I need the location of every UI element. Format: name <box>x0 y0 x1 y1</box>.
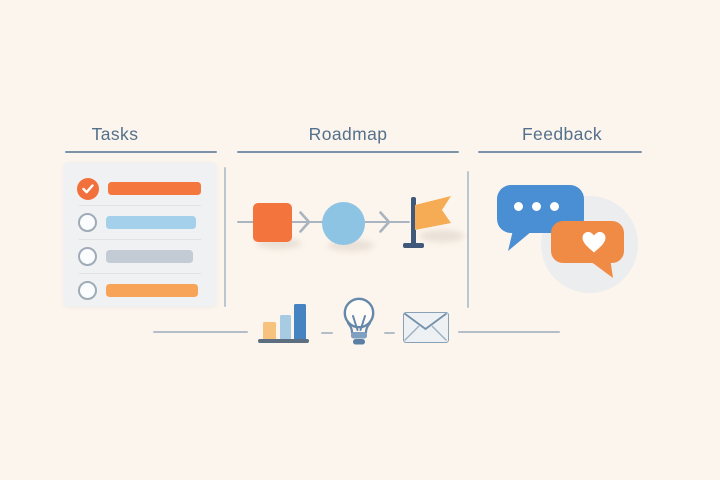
task-bar <box>108 182 201 195</box>
divider-tasks-roadmap <box>224 167 226 307</box>
circle-shadow <box>328 240 374 251</box>
envelope-flap <box>404 313 447 341</box>
task-row <box>63 241 217 272</box>
roadmap-section-title: Roadmap <box>308 124 388 144</box>
feedback-section-title: Feedback <box>521 124 603 144</box>
feedback-title-underline <box>478 151 642 153</box>
flag-pole <box>411 197 416 246</box>
envelope-icon <box>403 312 449 343</box>
checkbox-empty-icon <box>78 213 97 232</box>
bar-chart-bar-short <box>263 322 276 340</box>
square-shadow <box>257 238 301 249</box>
arrow-right-icon <box>379 211 391 233</box>
orange-bubble-tail <box>586 258 613 278</box>
task-bar <box>106 250 193 263</box>
dot <box>532 202 541 211</box>
checkbox-empty-icon <box>78 281 97 300</box>
dot <box>550 202 559 211</box>
footer-line-right <box>458 331 560 333</box>
task-row <box>63 275 217 306</box>
bar-chart-baseline <box>258 339 309 343</box>
footer-dash <box>384 332 395 334</box>
task-row <box>63 207 217 238</box>
tasks-section-title: Tasks <box>91 124 139 144</box>
bar-chart-bar-tall <box>294 304 306 340</box>
checkbox-empty-icon <box>78 247 97 266</box>
checkbox-checked-icon <box>77 177 99 200</box>
task-row-separator <box>79 205 201 206</box>
lightbulb-icon <box>343 297 375 345</box>
arrow-right-icon <box>299 211 311 233</box>
divider-roadmap-feedback <box>467 171 469 308</box>
task-bar <box>106 284 198 297</box>
footer-line-left <box>153 331 248 333</box>
heart-icon <box>582 232 606 253</box>
milestone-circle-icon <box>322 202 365 245</box>
flag-base <box>403 243 424 248</box>
milestone-square-icon <box>253 203 292 242</box>
flag-shadow <box>420 230 464 242</box>
typing-dots-icon <box>514 202 559 211</box>
dot <box>514 202 523 211</box>
footer-dash <box>321 332 333 334</box>
flag-icon <box>415 196 451 230</box>
roadmap-title-underline <box>237 151 459 153</box>
check-icon <box>82 183 94 193</box>
task-row-separator <box>79 239 201 240</box>
tasks-card <box>63 162 217 307</box>
bar-chart-bar-medium <box>280 315 291 340</box>
task-row <box>63 173 217 204</box>
task-row-separator <box>79 273 201 274</box>
task-bar <box>106 216 196 229</box>
tasks-title-underline <box>65 151 217 153</box>
